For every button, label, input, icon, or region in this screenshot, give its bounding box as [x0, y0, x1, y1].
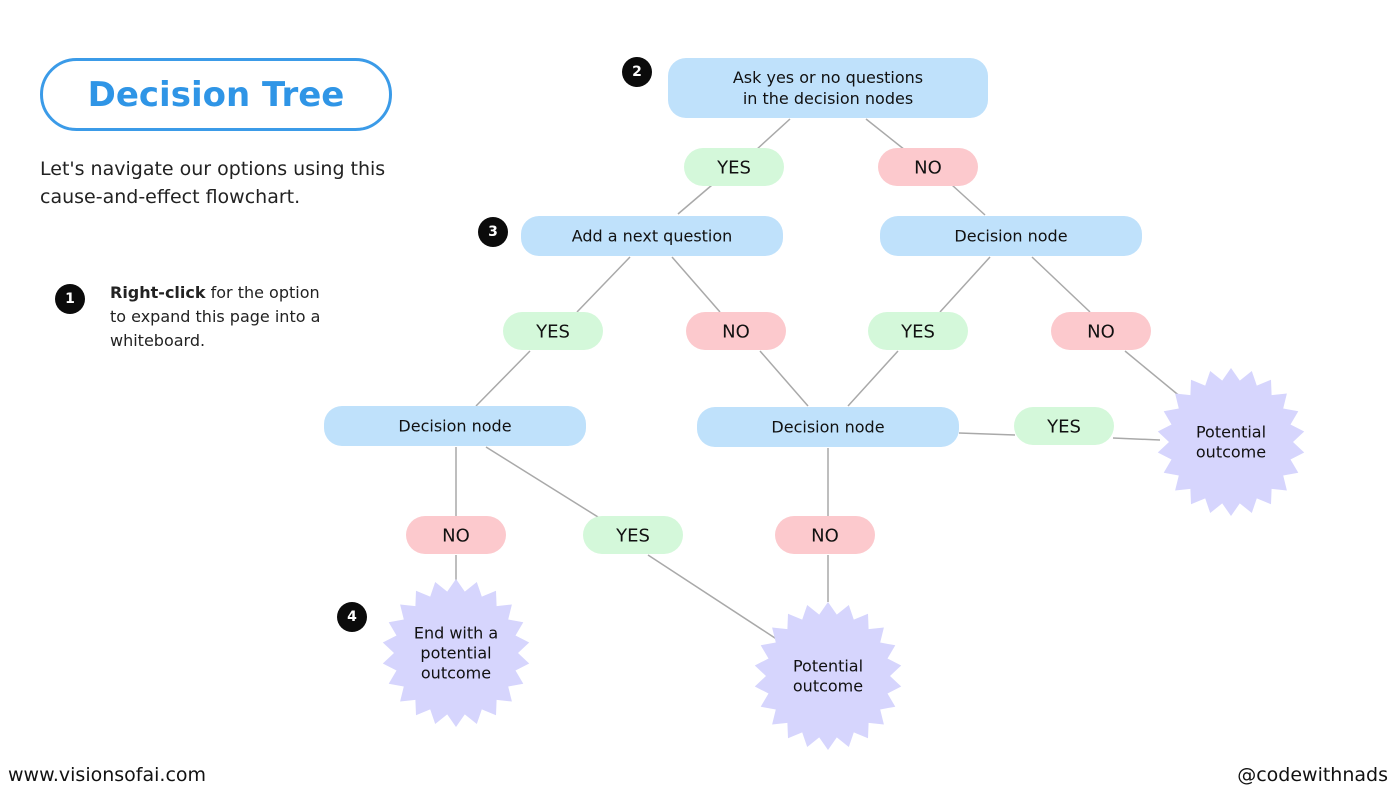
- branch-pill: [684, 148, 784, 186]
- branch-text: YES: [1046, 417, 1081, 438]
- decision-node-d2: Decision node: [324, 406, 586, 446]
- decision-node-d3: Decision node: [697, 407, 959, 447]
- connector-line: [1031, 256, 1091, 313]
- no-branch-label: NO: [406, 516, 506, 554]
- connector-line: [951, 184, 986, 216]
- decision-node-label-line: in the decision nodes: [743, 89, 913, 108]
- intro-text: Let's navigate our options using this ca…: [40, 158, 386, 208]
- connector-line: [647, 554, 779, 641]
- branch-pill: [1014, 407, 1114, 445]
- step-badge-4: 4: [337, 602, 367, 632]
- tip-bold: Right-click: [110, 283, 206, 302]
- decision-node-box: [697, 407, 959, 447]
- decision-node-label-line: Decision node: [398, 417, 511, 436]
- tip-text: Right-click for the option to expand thi…: [110, 281, 340, 353]
- starburst-shape: [382, 579, 530, 727]
- decision-node-label: Decision node: [398, 417, 511, 436]
- decision-node-label-line: Ask yes or no questions: [733, 68, 923, 87]
- decision-node-label-line: Decision node: [954, 227, 1067, 246]
- yes-branch-label: YES: [868, 312, 968, 350]
- decision-node-label-line: Decision node: [771, 418, 884, 437]
- no-branch-label: NO: [878, 148, 978, 186]
- branch-text: NO: [1087, 322, 1115, 343]
- step-badge-1: 1: [55, 284, 85, 314]
- outcome-label-line: outcome: [793, 677, 863, 696]
- decision-node-box: [668, 58, 988, 118]
- decision-node-box: [521, 216, 783, 256]
- connector-line: [475, 350, 531, 407]
- yes-branch-label: YES: [684, 148, 784, 186]
- branch-text: NO: [914, 158, 942, 179]
- branch-pill: [503, 312, 603, 350]
- branch-text: YES: [615, 526, 650, 547]
- no-branch-label: NO: [1051, 312, 1151, 350]
- connector-line: [847, 350, 899, 407]
- decision-node-box: [324, 406, 586, 446]
- branch-text: YES: [900, 322, 935, 343]
- no-branch-label: NO: [686, 312, 786, 350]
- decision-node-box: [880, 216, 1142, 256]
- branch-text: NO: [442, 526, 470, 547]
- connector-line: [1112, 437, 1161, 441]
- branch-pill: [583, 516, 683, 554]
- decision-node-label: Decision node: [954, 227, 1067, 246]
- connector-lines: [455, 118, 1183, 641]
- decision-node-root: Ask yes or no questions in the decision n…: [668, 58, 988, 118]
- outcome-label-line: outcome: [421, 664, 491, 683]
- step-badge-3: 3: [478, 217, 508, 247]
- starburst-shape: [754, 602, 902, 750]
- decision-node-label-line: Add a next question: [572, 227, 733, 246]
- connector-line: [1124, 350, 1183, 399]
- branch-pill: [775, 516, 875, 554]
- branch-text: NO: [811, 526, 839, 547]
- yes-branch-label: YES: [583, 516, 683, 554]
- outcome-label-line: Potential: [1196, 423, 1266, 442]
- connector-line: [576, 256, 631, 313]
- connector-line: [865, 118, 906, 151]
- outcome-label-line: potential: [420, 644, 491, 663]
- decision-node-d1: Decision node: [880, 216, 1142, 256]
- branch-pill: [1051, 312, 1151, 350]
- branch-text: NO: [722, 322, 750, 343]
- connector-line: [755, 118, 791, 151]
- page-title: Decision Tree: [40, 58, 392, 131]
- connector-line: [677, 184, 713, 215]
- starburst-shape: [1157, 368, 1305, 516]
- connector-line: [939, 256, 991, 313]
- decision-node-q2: Add a next question: [521, 216, 783, 256]
- yes-branch-label: YES: [503, 312, 603, 350]
- step-badge-2: 2: [622, 57, 652, 87]
- decision-node-label: Ask yes or no questions in the decision n…: [733, 68, 923, 108]
- branch-pill: [686, 312, 786, 350]
- branch-pill: [868, 312, 968, 350]
- connector-line: [759, 350, 809, 407]
- branch-text: YES: [716, 158, 751, 179]
- connector-line: [671, 256, 721, 313]
- decision-node-label: Decision node: [771, 418, 884, 437]
- footer-handle: @codewithnads: [1237, 764, 1388, 786]
- decision-node-label: Add a next question: [572, 227, 733, 246]
- outcome-label-line: outcome: [1196, 443, 1266, 462]
- tip-rest: for the option to expand this page into …: [110, 283, 321, 350]
- footer-website: www.visionsofai.com: [8, 764, 207, 786]
- connector-line: [485, 446, 599, 518]
- branch-pill: [406, 516, 506, 554]
- outcome-label-line: Potential: [793, 657, 863, 676]
- connector-line: [958, 432, 1016, 436]
- branch-text: YES: [535, 322, 570, 343]
- branch-pill: [878, 148, 978, 186]
- outcome-label-line: End with a: [414, 624, 498, 643]
- no-branch-label: NO: [775, 516, 875, 554]
- yes-branch-label: YES: [1014, 407, 1114, 445]
